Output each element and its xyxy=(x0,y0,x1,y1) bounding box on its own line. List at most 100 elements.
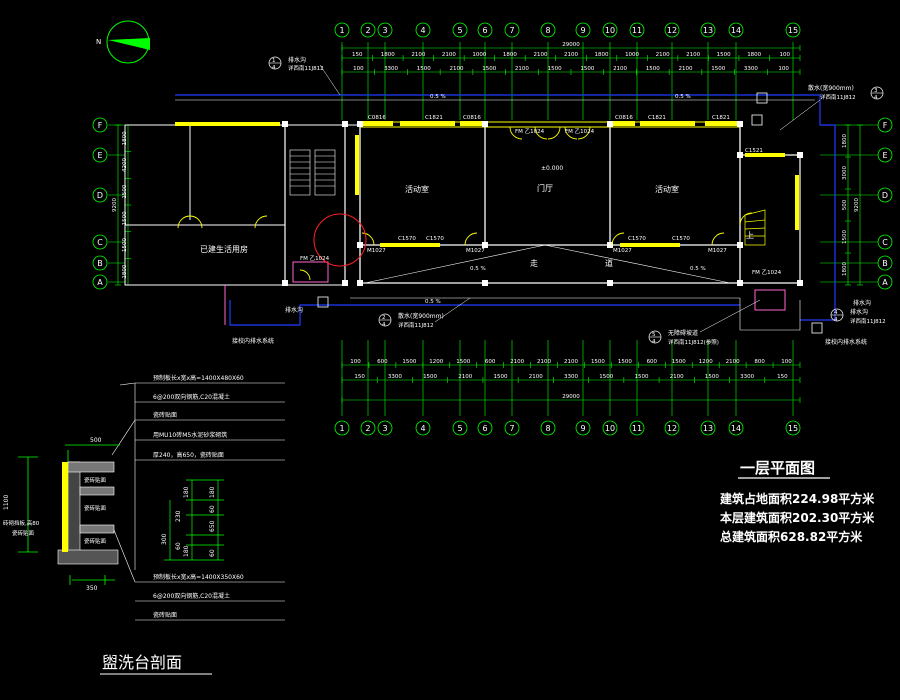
dim-value: 1500 xyxy=(423,374,437,380)
axis-label: 4 xyxy=(420,424,425,433)
dim-value: 1800 xyxy=(595,52,609,58)
axis-label: D xyxy=(882,191,888,200)
section-note: 用MU10砖M5水泥砂浆砌筑 xyxy=(153,431,227,439)
drain-note: 接校内排水系统 xyxy=(232,337,274,345)
dim-value: 1500 xyxy=(591,359,605,365)
dim-value: 2100 xyxy=(726,359,740,365)
axis-bubble-13: 13 xyxy=(700,22,716,120)
dim-value: 500 xyxy=(842,199,848,210)
slope-label: 0.5 % xyxy=(470,266,486,272)
section-note: 瓷砖贴面 xyxy=(153,611,177,619)
door-label: FM 乙1024 xyxy=(300,255,330,262)
dim-value: 1500 xyxy=(711,66,725,72)
dim-value: 3300 xyxy=(384,66,398,72)
north-label: N xyxy=(96,38,101,46)
dim-value: 1800 xyxy=(381,52,395,58)
section-inner-label: 瓷砖贴面 xyxy=(84,537,107,545)
callout-num: 5 xyxy=(652,332,656,338)
axis-label: 12 xyxy=(667,26,677,35)
side-note: 砖砌挡板,高80 xyxy=(3,519,40,527)
axis-label: B xyxy=(97,259,103,268)
hall-level: ±0.000 xyxy=(541,165,563,172)
axis-bubble-8: 8 xyxy=(540,22,556,120)
slope-label: 0.5 % xyxy=(425,299,441,305)
axis-label: 5 xyxy=(457,26,462,35)
axis-label: 11 xyxy=(632,26,642,35)
axis-label: 2 xyxy=(365,26,370,35)
plan-title: 一层平面图 xyxy=(740,459,815,477)
axis-label: 1 xyxy=(339,26,344,35)
callout-text: 无障碍坡道 xyxy=(668,329,698,337)
axis-bubble-1: 1 xyxy=(334,22,350,120)
callout-sub: 详西南11J812 xyxy=(850,317,886,325)
axis-bubble-12: 12 xyxy=(664,22,680,120)
callout-sheet: 4 xyxy=(652,339,656,345)
dim-value: 100 xyxy=(779,52,790,58)
dim-v2: 230 xyxy=(175,510,182,522)
plan-stat: 建筑占地面积224.98平方米 xyxy=(719,491,875,506)
axis-label: C xyxy=(97,238,103,247)
dim-value: 1500 xyxy=(599,374,613,380)
dim-value: 2100 xyxy=(411,52,425,58)
door-label: FM 乙1024 xyxy=(515,128,545,135)
dim-value: 150 xyxy=(777,374,788,380)
callout-text: 排水沟 xyxy=(850,308,868,316)
dim-value: 1800 xyxy=(503,52,517,58)
callout-num: 4 xyxy=(834,310,838,316)
dim-value: 150 xyxy=(352,52,363,58)
axis-bubble-8: 8 xyxy=(540,340,556,436)
axis-label: A xyxy=(882,278,888,287)
dim-value: 2100 xyxy=(458,374,472,380)
axis-bubble-6: 6 xyxy=(477,340,493,436)
dim-value: 1000 xyxy=(625,52,639,58)
axis-bubble-E: E xyxy=(92,147,125,163)
dim-value: 2100 xyxy=(450,66,464,72)
axis-bubble-C: C xyxy=(820,234,893,250)
washbasin-section: 预制板长x宽x高=1400X480X60 6@200双向钢筋,C20混凝土 瓷砖… xyxy=(3,374,285,675)
section-note: 6@200双向钢筋,C20混凝土 xyxy=(153,393,230,401)
axis-bubble-3: 3 xyxy=(377,340,393,436)
axis-label: 5 xyxy=(457,424,462,433)
section-note: 厚240，高650，瓷砖贴面 xyxy=(153,451,224,459)
room-hall: 门厅 xyxy=(537,183,553,193)
axis-bubble-7: 7 xyxy=(504,340,520,436)
window-label: C1570 xyxy=(628,236,646,242)
callout-4: 4 4 排水沟 详西南11J812 xyxy=(830,308,886,325)
axis-label: 10 xyxy=(605,26,615,35)
section-note: 预制板长x宽x高=1400X350X60 xyxy=(153,573,244,581)
dim-value: 2100 xyxy=(613,66,627,72)
plan-stat: 总建筑面积628.82平方米 xyxy=(720,529,863,544)
axis-bubble-D: D xyxy=(820,187,893,203)
dim-value: 1200 xyxy=(429,359,443,365)
axis-bubble-15: 15 xyxy=(785,340,801,436)
axis-bubble-2: 2 xyxy=(360,340,376,436)
dim-value: 2100 xyxy=(564,359,578,365)
door-label: M1027 xyxy=(708,248,727,254)
callout-num: 3 xyxy=(874,88,878,94)
axis-bubble-4: 4 xyxy=(415,340,431,436)
axis-label: 1 xyxy=(339,424,344,433)
axis-bubble-B: B xyxy=(92,255,125,271)
axis-bubble-5: 5 xyxy=(452,22,468,120)
corridor-label-a: 走 xyxy=(530,259,538,268)
axis-label: 8 xyxy=(545,424,550,433)
plan-stat: 本层建筑面积202.30平方米 xyxy=(720,510,875,525)
axis-label: 6 xyxy=(482,424,487,433)
dim-total: 29000 xyxy=(562,42,580,48)
axis-bubble-10: 10 xyxy=(602,340,618,436)
axis-label: 8 xyxy=(545,26,550,35)
section-title: 盥洗台剖面 xyxy=(102,653,182,672)
door-label: FM 乙1024 xyxy=(752,269,782,276)
corridor-label-b: 道 xyxy=(605,258,613,268)
dim-350: 350 xyxy=(86,585,98,592)
left-dim-total: 9200 xyxy=(112,124,121,286)
dim-v: 180 xyxy=(183,486,190,498)
axis-bubble-11: 11 xyxy=(629,22,645,120)
dim-value: 2100 xyxy=(564,52,578,58)
dim-value: 1800 xyxy=(842,262,848,276)
building-plan xyxy=(124,92,836,334)
